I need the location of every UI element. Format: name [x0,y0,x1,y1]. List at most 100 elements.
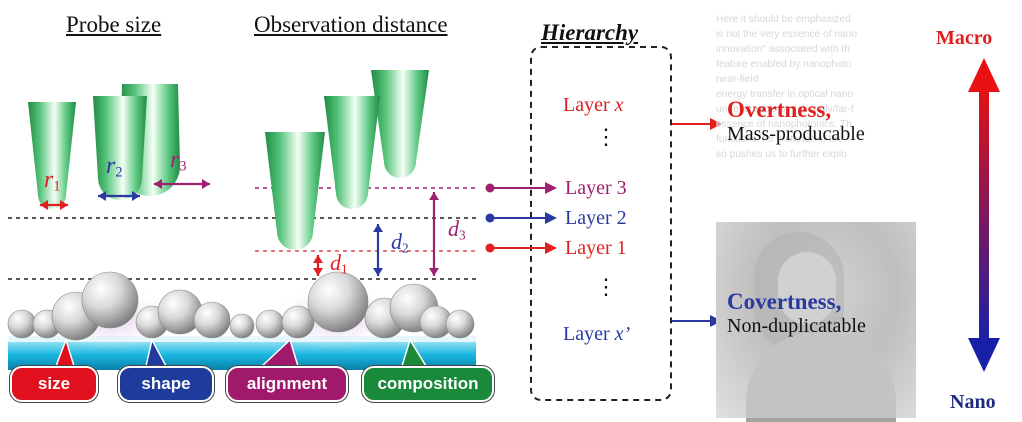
probe-tip-small-body [28,102,76,209]
faded-text-line: essence of nanophotonics. Th [716,119,852,130]
nanoparticle [281,305,315,339]
probe-radius-3-subscript: 3 [179,158,187,175]
shape-badge: shape [118,366,214,402]
distance-2-letter: d [391,229,402,254]
faded-text-line: functions, for instance in the [716,134,843,145]
probe-tips [28,70,429,250]
hierarchy-header: Hierarchy [541,20,639,45]
d3-arrow-head [429,268,439,276]
probe-tip-near [265,132,325,250]
nanoparticles [7,271,475,341]
mass-producable-label: Mass-producable [727,123,865,145]
covertness-label: Covertness, [727,289,842,314]
substrate-surface [8,336,476,342]
probe-tip-near-body [265,132,325,250]
faded-text-line: near-field [716,74,759,85]
layer-2-connector [485,212,557,224]
r2-arrow [98,191,140,201]
distance-label-d3: d3 [448,218,466,242]
faded-text-line: energy transfer in optical nano [716,89,854,100]
faded-text-line: innovation" associated with th [716,44,850,55]
probe-tip-far [371,70,429,178]
distance-3-subscript: 3 [459,227,466,243]
macro-label: Macro [936,27,993,49]
probe-radius-1-letter: r [44,167,54,193]
nanoparticle [81,271,139,329]
fade-overlay [716,0,916,418]
probe-tip-medium [93,96,147,200]
faded-text-line: so pushes us to further explo [716,149,847,160]
layer-connectors [485,118,722,327]
hierarchy-box [530,46,672,401]
layer-x-prime-label: Layer x’ [563,323,631,345]
layer-2-connector-head [545,212,557,224]
distance-1-subscript: 1 [341,261,348,277]
r3-arrow-head [202,179,210,189]
composition-badge: composition [362,366,494,402]
probe-tip-medium-body [93,96,147,200]
nanoparticle [229,313,255,339]
d1-arrow-head [313,255,323,263]
distance-label-d1: d1 [330,252,348,276]
size-badge: size [10,366,98,402]
faded-text-line: is not the very essence of nano [716,29,858,40]
layer-x-label: Layer x [563,94,624,116]
r2-arrow-head [132,191,140,201]
probe-tip-mid [324,96,380,209]
faded-text-line: Here it should be emphasized [716,14,851,25]
d3-arrow-head [429,192,439,200]
faded-portrait-photo [716,222,916,422]
d3-arrow [429,192,439,276]
faded-text-line: feature enabled by nanophoto [716,59,852,70]
distance-1-letter: d [330,250,341,275]
layer-1-connector-head [545,242,557,254]
probe-radius-label-r1: r1 [44,168,61,194]
reference-lines [8,187,478,280]
d2-arrow [373,224,383,276]
non-duplicatable-label: Non-duplicatable [727,315,866,337]
r1-arrow-head [40,200,48,210]
r1-arrow [40,200,68,210]
r3-arrow-head [154,179,162,189]
layer-1-label: Layer 1 [565,237,627,259]
measurement-arrows [40,179,439,276]
nanoparticle [445,309,475,339]
layer-2-label: Layer 2 [565,207,627,229]
nano-label: Nano [950,391,996,413]
overtness-connector [672,118,722,130]
layer-1-connector [485,242,557,254]
r2-arrow-head [98,191,106,201]
r1-arrow-head [60,200,68,210]
badge-pointers [54,337,428,367]
alignment-badge: alignment [226,366,348,402]
nanoparticle [307,271,369,333]
probe-tip-small [28,102,76,209]
distance-label-d2: d2 [391,231,409,255]
distance-3-letter: d [448,216,459,241]
ellipsis-bottom: ⋮ [595,274,617,299]
macro-nano-scale-arrow [968,58,1000,372]
probe-radius-3-letter: r [170,147,180,173]
d2-arrow-head [373,224,383,232]
d1-arrow-head [313,268,323,276]
faded-text-line: unobservable by (strongly/far-f [716,104,854,115]
probe-size-header: Probe size [66,12,162,37]
nanoparticle [7,309,37,339]
observation-distance-header: Observation distance [254,12,448,37]
r3-arrow [154,179,210,189]
nanoparticle [255,309,285,339]
covertness-connector [672,315,722,327]
ellipsis-top: ⋮ [595,124,617,149]
d1-arrow [313,255,323,276]
probe-radius-2-letter: r [106,153,116,179]
probe-radius-2-subscript: 2 [115,164,123,181]
layer-3-connector [485,182,557,194]
probe-radius-label-r3: r3 [170,148,187,174]
overtness-connector-head [710,118,722,130]
distance-2-subscript: 2 [402,240,409,256]
layer-3-connector-head [545,182,557,194]
probe-tip-far-body [371,70,429,178]
faded-document-text: Here it should be emphasized is not the v… [716,12,916,222]
